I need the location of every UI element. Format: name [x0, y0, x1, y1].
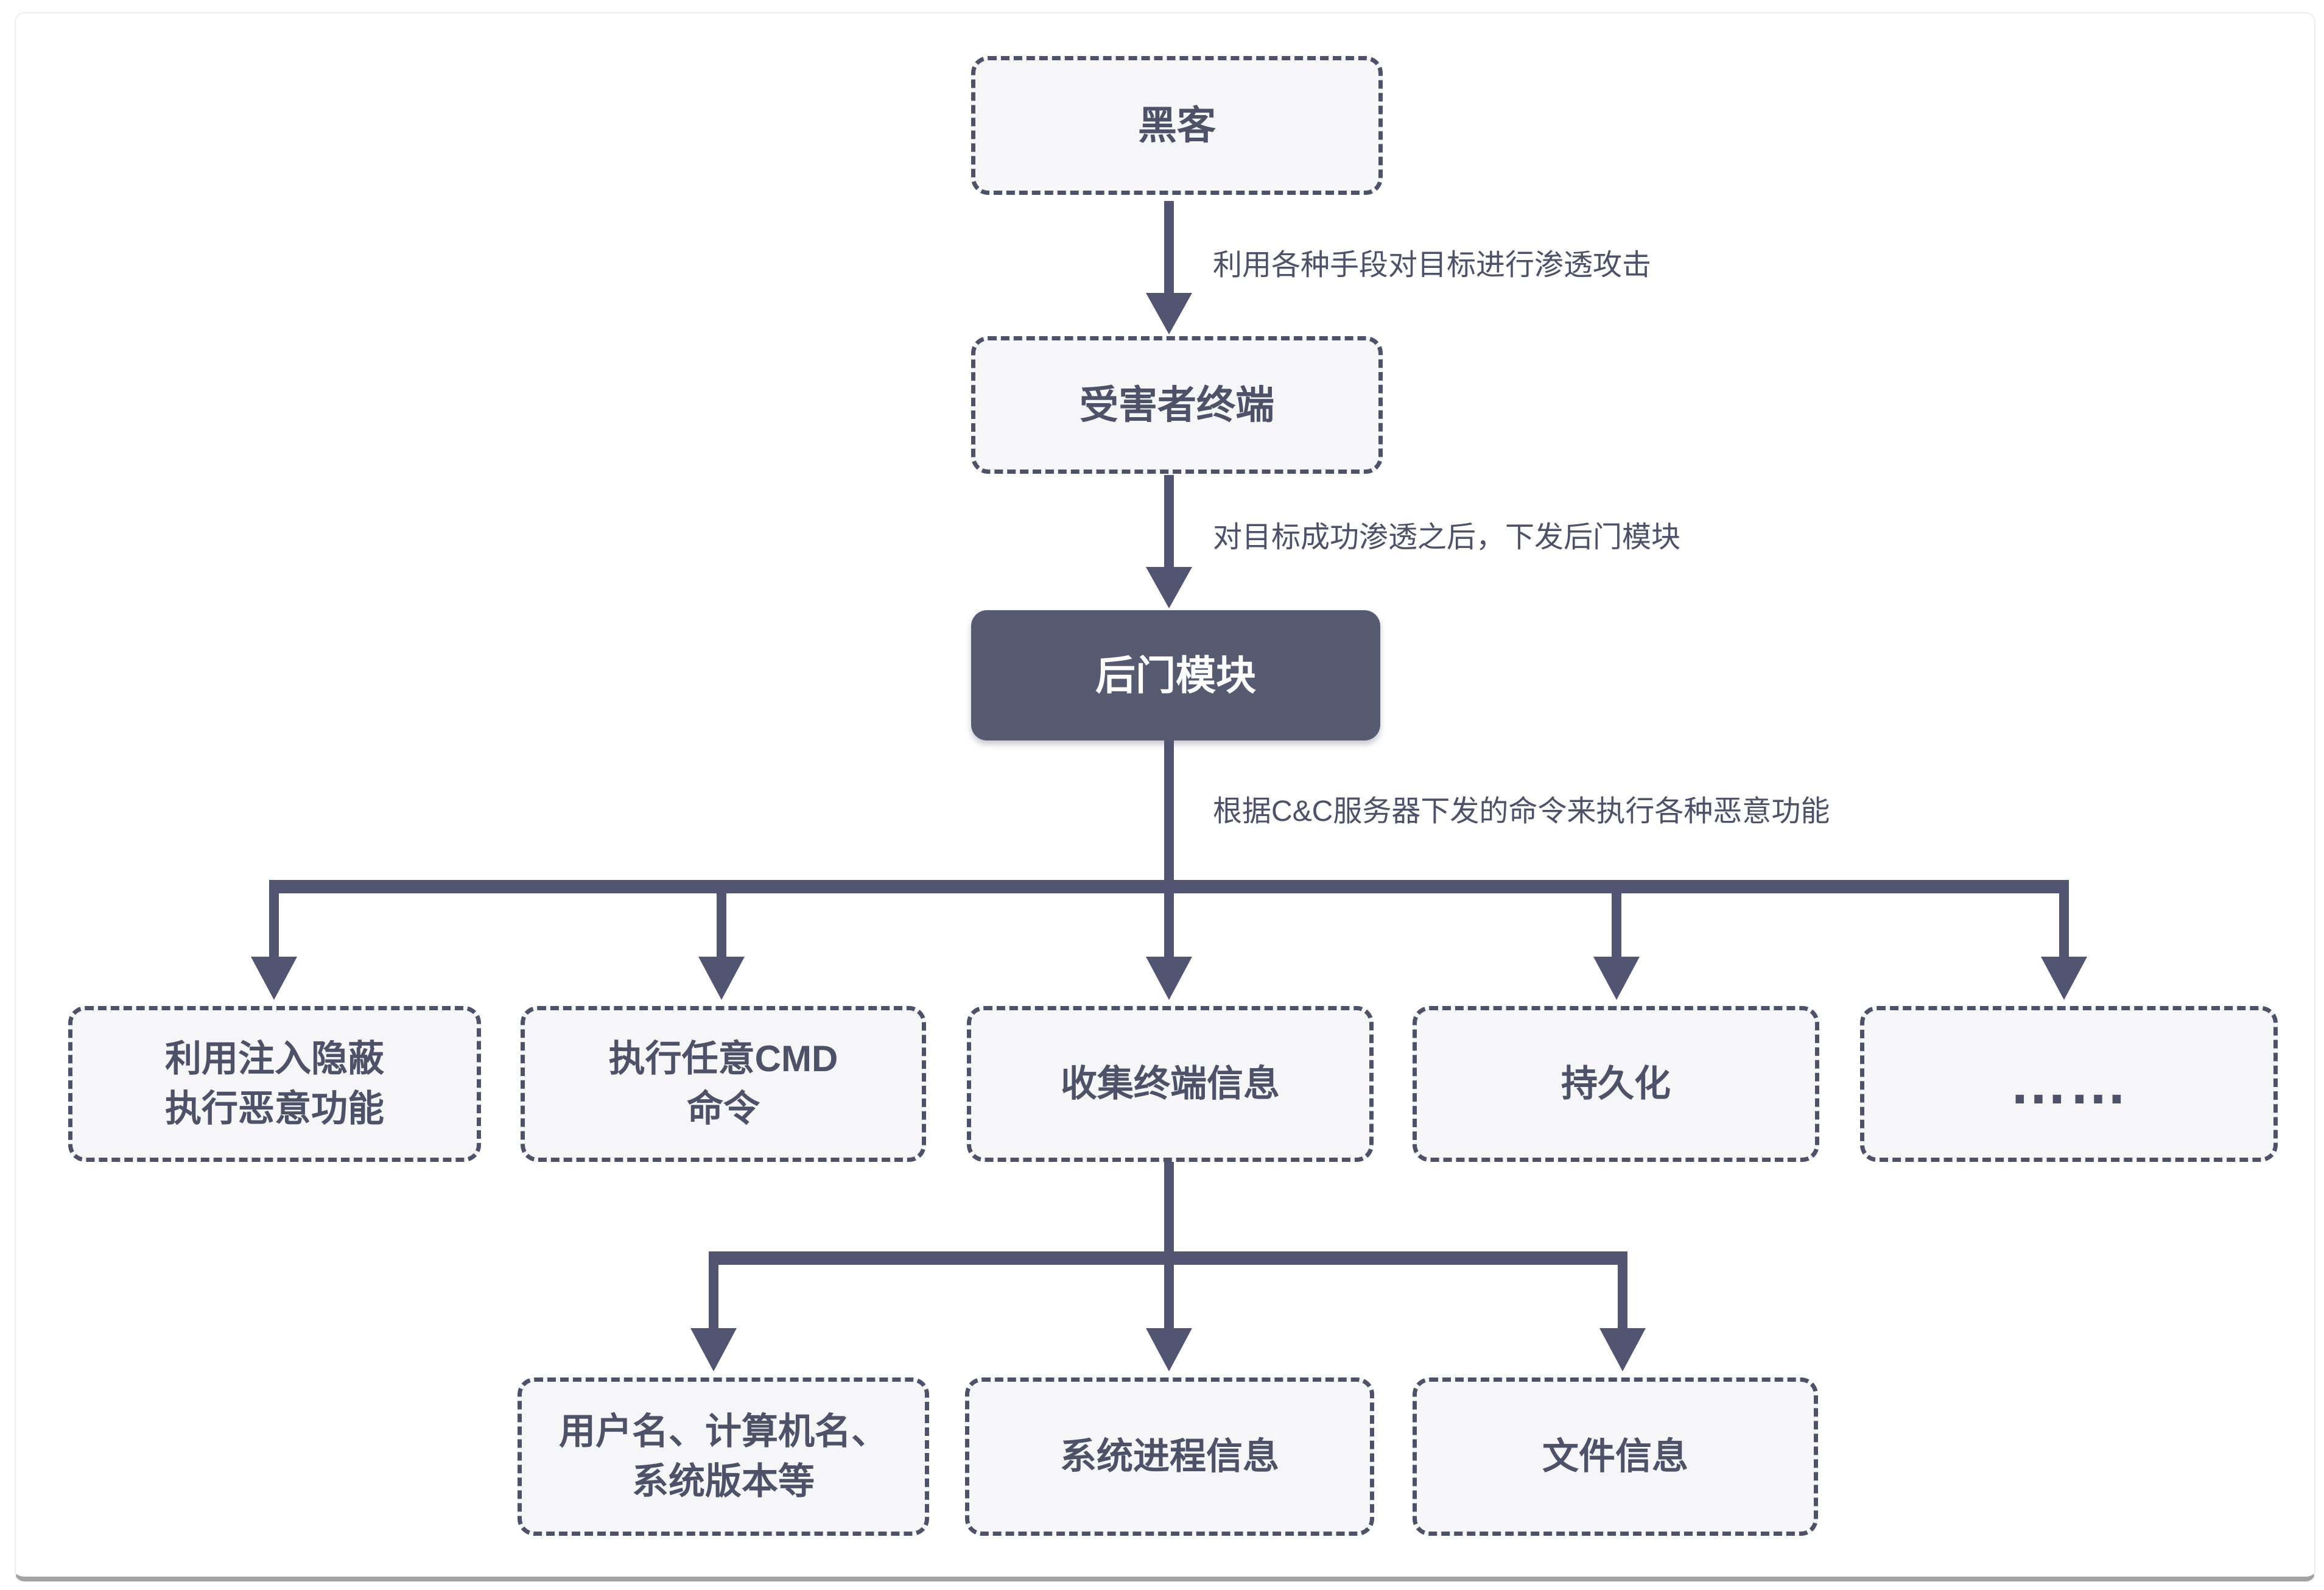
arrow-sub-process	[1146, 1258, 1192, 1371]
node-more-ellipsis: ……	[1860, 1006, 2278, 1162]
node-victim-terminal: 受害者终端	[971, 336, 1383, 474]
edge-label-cc-commands: 根据C&C服务器下发的命令来执行各种恶意功能	[1213, 795, 1830, 828]
edge-label-deploy-backdoor: 对目标成功渗透之后，下发后门模块	[1213, 521, 1681, 554]
arrow-branch-inject	[251, 887, 297, 1000]
node-file-info: 文件信息	[1413, 1377, 1818, 1536]
node-username-computername-osversion: 用户名、计算机名、 系统版本等	[518, 1377, 929, 1536]
node-collect-terminal-info: 收集终端信息	[967, 1006, 1374, 1162]
arrow-branch-collect	[1146, 887, 1192, 1000]
node-persistence: 持久化	[1413, 1006, 1819, 1162]
arrow-branch-more	[2041, 887, 2087, 1000]
node-system-process-info: 系统进程信息	[965, 1377, 1374, 1536]
edge-label-penetration-attack: 利用各种手段对目标进行渗透攻击	[1213, 249, 1652, 281]
arrow-sub-file	[1599, 1258, 1646, 1371]
node-hacker: 黑客	[971, 56, 1383, 195]
arrow-branch-persist	[1593, 887, 1640, 1000]
arrow-hacker-to-victim	[1146, 201, 1192, 334]
arrow-sub-userinfo	[690, 1258, 737, 1371]
arrow-branch-cmd	[698, 887, 745, 1000]
node-inject-malicious: 利用注入隐蔽 执行恶意功能	[68, 1006, 481, 1162]
node-exec-cmd: 执行任意CMD 命令	[521, 1006, 926, 1162]
node-backdoor-module: 后门模块	[971, 610, 1380, 740]
arrow-victim-to-backdoor	[1146, 475, 1192, 608]
